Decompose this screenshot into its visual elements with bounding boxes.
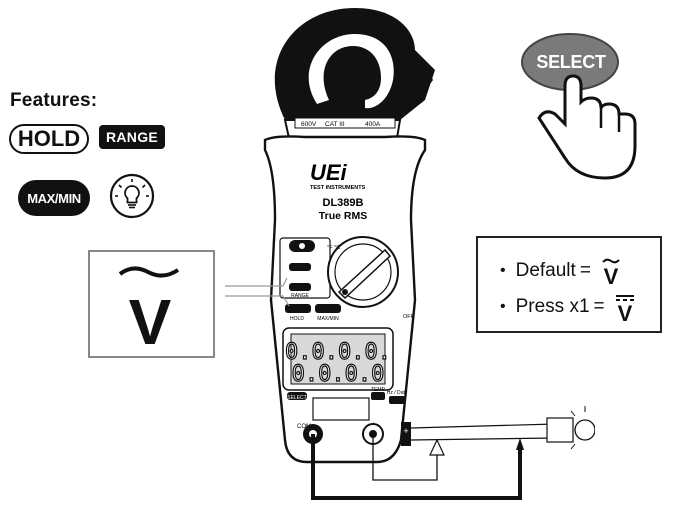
temp-label: °F °C (327, 245, 340, 251)
range-label: RANGE (105, 129, 159, 145)
lcd-display: 0.0.0.0. 0.0.0.0 (282, 327, 394, 391)
info-press-label: Press x1 (515, 296, 590, 317)
lcd-digits-top: 0.0.0.0. (285, 340, 391, 365)
meter-hz-label: Hz / Duty (387, 390, 408, 396)
meter-hold-button[interactable] (285, 304, 311, 313)
brand-subtitle: TEST INSTRUMENTS (310, 185, 366, 191)
lightbulb-load (546, 406, 595, 450)
hold-button[interactable]: HOLD (9, 124, 89, 154)
hold-label: HOLD (17, 126, 81, 151)
true-rms-label: True RMS (319, 210, 367, 222)
black-test-lead (311, 434, 522, 500)
meter-maxmin-button[interactable] (315, 304, 341, 313)
meter-select-button[interactable] (287, 392, 307, 400)
bullet: • (500, 298, 506, 315)
svg-text:V: V (129, 286, 172, 356)
pointing-hand-icon (521, 33, 637, 180)
meter-select-label: SELECT (287, 395, 306, 401)
backlight-button[interactable] (107, 172, 157, 220)
model-label: DL389B (323, 197, 364, 209)
ac-voltage-small-symbol: V (602, 258, 620, 286)
info-row-press: • Press x1 = V (500, 292, 639, 322)
meter-hold-label: HOLD (290, 316, 304, 322)
maxmin-button[interactable]: MAX/MIN (18, 180, 90, 216)
rating-voltage: 600V (301, 121, 317, 128)
brand-logo: UEi (310, 160, 348, 185)
meter-temp-label: TEMP (371, 387, 386, 393)
ac-voltage-callout: V (88, 250, 215, 358)
lcd-digits-bottom: 0.0.0.0 (292, 362, 385, 387)
rating-cat: CAT III (325, 121, 345, 128)
battery-source: + (401, 422, 411, 446)
range-button[interactable]: RANGE (99, 125, 165, 149)
rotary-dial[interactable] (327, 236, 399, 308)
off-label: OFF (403, 314, 415, 320)
svg-text:V: V (617, 301, 632, 322)
features-title: Features: (10, 90, 98, 111)
jaw-trigger[interactable] (411, 64, 433, 96)
dc-voltage-small-symbol: V (615, 295, 634, 322)
lightbulb-icon (109, 173, 155, 219)
meter-range-button[interactable] (289, 283, 311, 291)
meter-maxmin-label: MAX/MIN (317, 316, 339, 322)
meter-backlight-button[interactable] (289, 240, 315, 252)
meter-temp-button[interactable] (371, 392, 385, 400)
ac-voltage-symbol: V (118, 266, 180, 358)
meter-ncv-button[interactable] (289, 263, 311, 271)
svg-text:+: + (403, 426, 408, 436)
select-button-label: SELECT (536, 52, 606, 72)
bullet: • (500, 262, 506, 279)
red-test-lead (372, 434, 438, 481)
info-row-default: • Default = V (500, 256, 625, 286)
svg-text:V: V (604, 264, 619, 286)
mode-info-box: • Default = V • Press x1 = V (476, 236, 662, 333)
maxmin-label: MAX/MIN (27, 190, 81, 206)
meter-range-label: RANGE (291, 293, 309, 299)
rating-current: 400A (365, 121, 381, 128)
clamp-meter: 600V CAT III 400A UEi TEST INSTRUMENTS D… (225, 8, 595, 500)
info-default-label: Default (515, 260, 576, 281)
com-label: COM (297, 424, 311, 430)
meter-hz-button[interactable] (389, 396, 405, 404)
function-chart (312, 397, 370, 421)
